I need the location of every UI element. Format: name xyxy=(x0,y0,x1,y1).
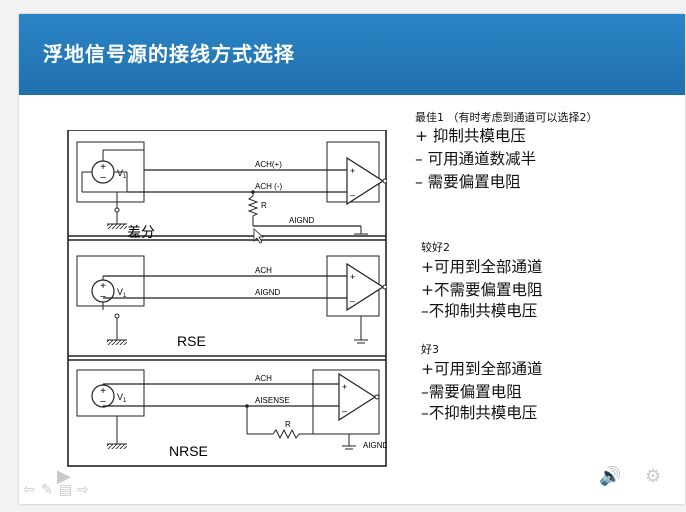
rse-ach-label: ACH xyxy=(255,266,272,275)
svg-text:+: + xyxy=(100,386,106,397)
diagram-frame xyxy=(67,130,387,467)
ground-icon xyxy=(107,224,127,229)
svg-text:+: + xyxy=(342,382,347,392)
ach-minus-label: ACH (-) xyxy=(255,182,282,191)
rse-label: RSE xyxy=(177,333,206,349)
best-heading: 最佳1 （有时考虑到通道可以选择2） xyxy=(415,111,598,124)
better-line-3: –不抑制共模电压 xyxy=(421,302,538,320)
pen-icon[interactable]: ✎ xyxy=(41,482,53,498)
ground-icon-rse xyxy=(107,340,127,345)
resistor-icon xyxy=(247,195,259,217)
next-slide-icon[interactable]: ⇨ xyxy=(77,482,89,498)
resistor-label: R xyxy=(261,201,267,210)
rse-circuit: + – V 1 ACH AIGND + – RSE xyxy=(76,255,387,349)
volume-icon[interactable]: 🔊 xyxy=(599,466,622,487)
source-subscript-nrse: 1 xyxy=(123,398,127,404)
best-line-3: – 需要偏置电阻 xyxy=(415,173,521,191)
nrse-circuit: + – V 1 ACH AISENSE + – R AIGND xyxy=(76,369,387,459)
slide: 浮地信号源的接线方式选择 + – V 1 xyxy=(19,14,685,504)
source-subscript-rse: 1 xyxy=(123,293,127,299)
menu-icon[interactable]: ▤ xyxy=(59,482,73,498)
better-line-1: +可用到全部通道 xyxy=(421,258,543,276)
slide-title: 浮地信号源的接线方式选择 xyxy=(43,42,295,66)
svg-text:+: + xyxy=(350,272,355,282)
svg-text:–: – xyxy=(350,190,355,200)
nrse-aisense-label: AISENSE xyxy=(255,396,290,405)
prev-slide-icon[interactable]: ⇦ xyxy=(23,482,35,498)
aignd-label: AIGND xyxy=(289,216,315,225)
nrse-ach-label: ACH xyxy=(255,374,272,383)
amplifier-icon-nrse xyxy=(338,372,377,422)
source-label: V xyxy=(117,168,123,178)
best-line-2: – 可用通道数减半 xyxy=(415,150,537,168)
rse-aignd-label: AIGND xyxy=(255,288,281,297)
better-line-2: +不需要偏置电阻 xyxy=(421,281,543,299)
ach-plus-label: ACH(+) xyxy=(255,160,282,169)
source-subscript: 1 xyxy=(123,174,127,180)
svg-text:+: + xyxy=(100,162,106,173)
best-line-1: + 抑制共模电压 xyxy=(415,127,526,145)
presentation-controls: ⇦ ✎ ▤ ⇨ ▶ 🔊 ⚙ xyxy=(19,454,685,504)
amplifier-icon-rse xyxy=(346,262,385,312)
svg-text:+: + xyxy=(100,281,106,292)
play-icon[interactable]: ▶ xyxy=(57,466,71,487)
source-label-nrse: V xyxy=(117,392,123,402)
source-label-rse: V xyxy=(117,287,123,297)
good-line-1: +可用到全部通道 xyxy=(421,360,543,378)
svg-text:–: – xyxy=(100,291,106,302)
nrse-aignd-label: AIGND xyxy=(363,441,387,450)
svg-text:–: – xyxy=(100,172,106,183)
resistor-icon-nrse xyxy=(272,428,300,440)
svg-text:–: – xyxy=(100,396,106,407)
mouse-cursor-icon xyxy=(253,228,265,244)
ground-icon-nrse xyxy=(107,444,127,449)
svg-text:–: – xyxy=(342,406,347,416)
svg-text:–: – xyxy=(350,296,355,306)
good-line-2: –需要偏置电阻 xyxy=(421,383,522,401)
svg-text:+: + xyxy=(350,166,355,176)
wiring-diagrams: + – V 1 ACH(+) ACH (-) + – xyxy=(67,130,387,467)
better-heading: 较好2 xyxy=(421,241,450,254)
title-banner: 浮地信号源的接线方式选择 xyxy=(19,14,685,95)
good-line-3: –不抑制共模电压 xyxy=(421,404,538,422)
nrse-label: NRSE xyxy=(169,443,208,459)
differential-label: 差分 xyxy=(127,224,155,240)
nrse-resistor-label: R xyxy=(285,420,291,429)
settings-icon[interactable]: ⚙ xyxy=(645,466,662,487)
differential-circuit: + – V 1 ACH(+) ACH (-) + – xyxy=(76,141,387,244)
amplifier-icon xyxy=(346,156,385,206)
good-heading: 好3 xyxy=(421,343,439,356)
